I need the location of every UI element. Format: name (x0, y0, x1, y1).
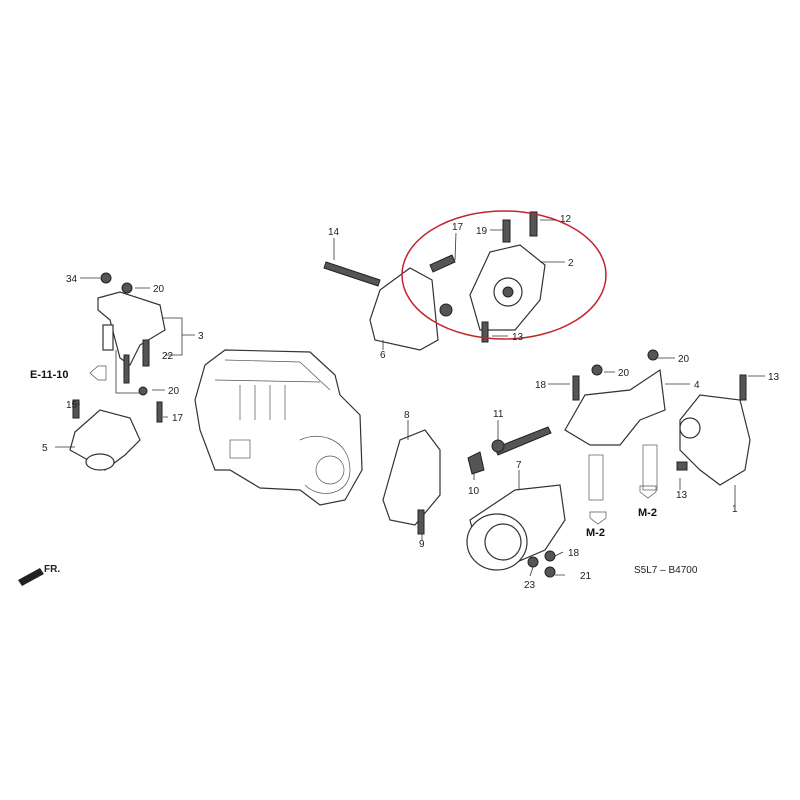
callout-12: 12 (560, 214, 572, 225)
callout-23: 23 (524, 580, 536, 591)
rear-mount (466, 484, 566, 578)
callout-15: 15 (66, 400, 78, 411)
engine-assembly (194, 349, 363, 506)
callout-9: 9 (419, 539, 425, 550)
ref-m-2[interactable]: M-2 (638, 507, 657, 519)
callout-4: 4 (694, 380, 700, 391)
callout-18: 18 (568, 548, 580, 559)
ref-arrow-e1110 (89, 365, 107, 381)
callout-17: 17 (172, 413, 184, 424)
callout-1: 1 (732, 504, 738, 515)
callout-19: 19 (476, 226, 488, 237)
front-mount-bracket (382, 426, 552, 535)
callout-7: 7 (516, 460, 522, 471)
callout-18: 18 (535, 380, 547, 391)
callout-2: 2 (568, 258, 574, 269)
callout-34: 34 (66, 274, 78, 285)
lower-left-mount (69, 399, 163, 471)
callout-10: 10 (468, 486, 480, 497)
callout-13: 13 (512, 332, 524, 343)
highlighted-mount (469, 211, 546, 343)
diagram-code: S5L7 – B4700 (634, 565, 698, 576)
callout-6: 6 (380, 350, 386, 361)
upper-mount-bracket (323, 254, 456, 351)
callout-21: 21 (580, 571, 592, 582)
callout-13: 13 (676, 490, 688, 501)
callout-8: 8 (404, 410, 410, 421)
ref-m-2[interactable]: M-2 (586, 527, 605, 539)
front-arrow-icon (18, 568, 44, 586)
callout-20: 20 (618, 368, 630, 379)
callout-17: 17 (452, 222, 464, 233)
callout-13: 13 (768, 372, 780, 383)
callout-5: 5 (42, 443, 48, 454)
ref-arrow-m2b (639, 485, 657, 499)
callout-3: 3 (198, 331, 204, 342)
callout-20: 20 (168, 386, 180, 397)
left-mount-bracket (97, 272, 166, 396)
callout-14: 14 (328, 227, 340, 238)
callout-22: 22 (162, 351, 174, 362)
callout-11: 11 (493, 409, 504, 420)
callout-20: 20 (678, 354, 690, 365)
highlight-circle (401, 210, 607, 340)
right-mount-bracket (564, 349, 666, 501)
front-label: FR. (44, 564, 60, 575)
ref-arrow-m2a (589, 511, 607, 525)
side-mount (676, 374, 751, 486)
callout-20: 20 (153, 284, 165, 295)
ref-e-11-10[interactable]: E-11-10 (30, 369, 69, 381)
